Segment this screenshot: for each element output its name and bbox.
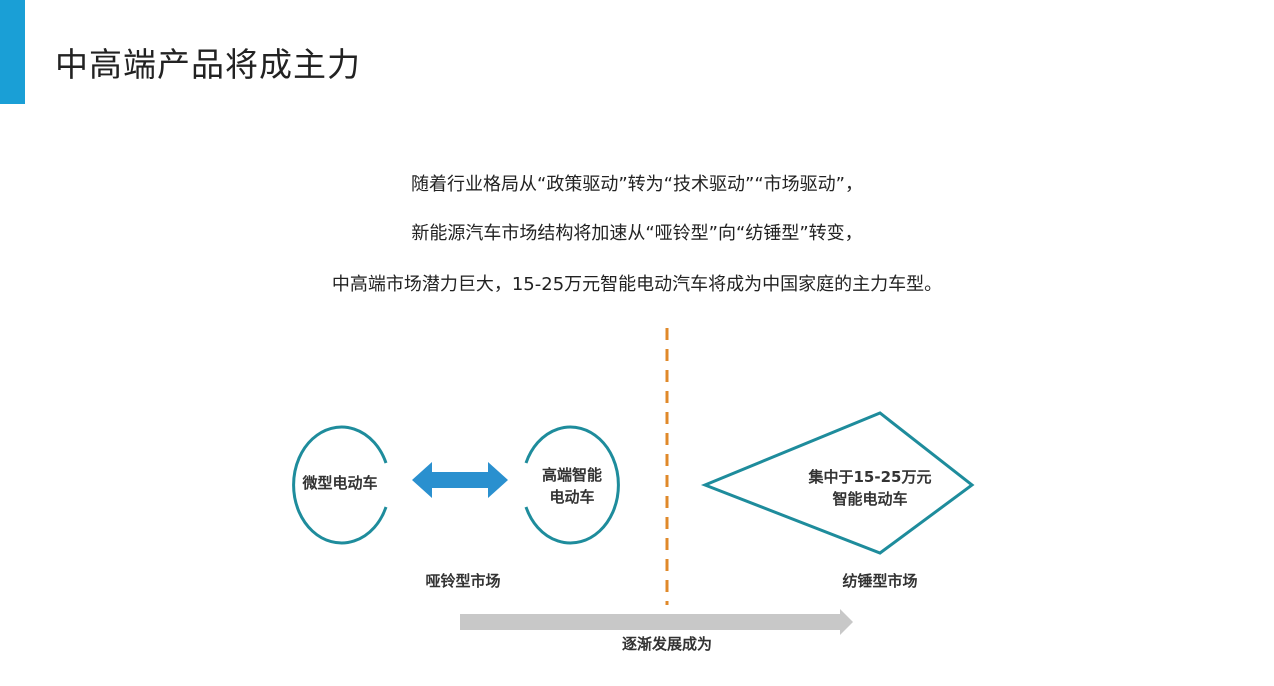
- intro-line-1: 随着行业格局从“政策驱动”转为“技术驱动”“市场驱动”，: [411, 174, 863, 195]
- diamond-line-2: 智能电动车: [832, 490, 908, 508]
- intro-line-3: 中高端市场潜力巨大，15-25万元智能电动汽车将成为中国家庭的主力车型。: [331, 274, 943, 295]
- diamond-label: 集中于15-25万元 智能电动车: [800, 466, 940, 510]
- double-arrow: [412, 462, 508, 498]
- dumbbell-market-label: 哑铃型市场: [425, 572, 501, 590]
- spindle-diamond: [700, 411, 975, 555]
- arrow-label: 逐渐发展成为: [621, 635, 712, 653]
- spindle-market-label: 纺锤型市场: [842, 572, 918, 590]
- title-accent-bar: [0, 0, 25, 104]
- premium-ev-line-2: 电动车: [549, 488, 595, 506]
- progress-arrow: [460, 609, 853, 635]
- micro-ev-label: 微型电动车: [302, 474, 378, 492]
- intro-line-2: 新能源汽车市场结构将加速从“哑铃型”向“纺锤型”转变，: [411, 223, 863, 244]
- premium-ev-label: 高端智能 电动车: [522, 464, 622, 508]
- page-title: 中高端产品将成主力: [55, 45, 361, 84]
- premium-ev-line-1: 高端智能: [541, 466, 602, 484]
- diamond-line-1: 集中于15-25万元: [808, 468, 932, 486]
- right-circle: [524, 425, 620, 545]
- left-circle: [292, 425, 388, 545]
